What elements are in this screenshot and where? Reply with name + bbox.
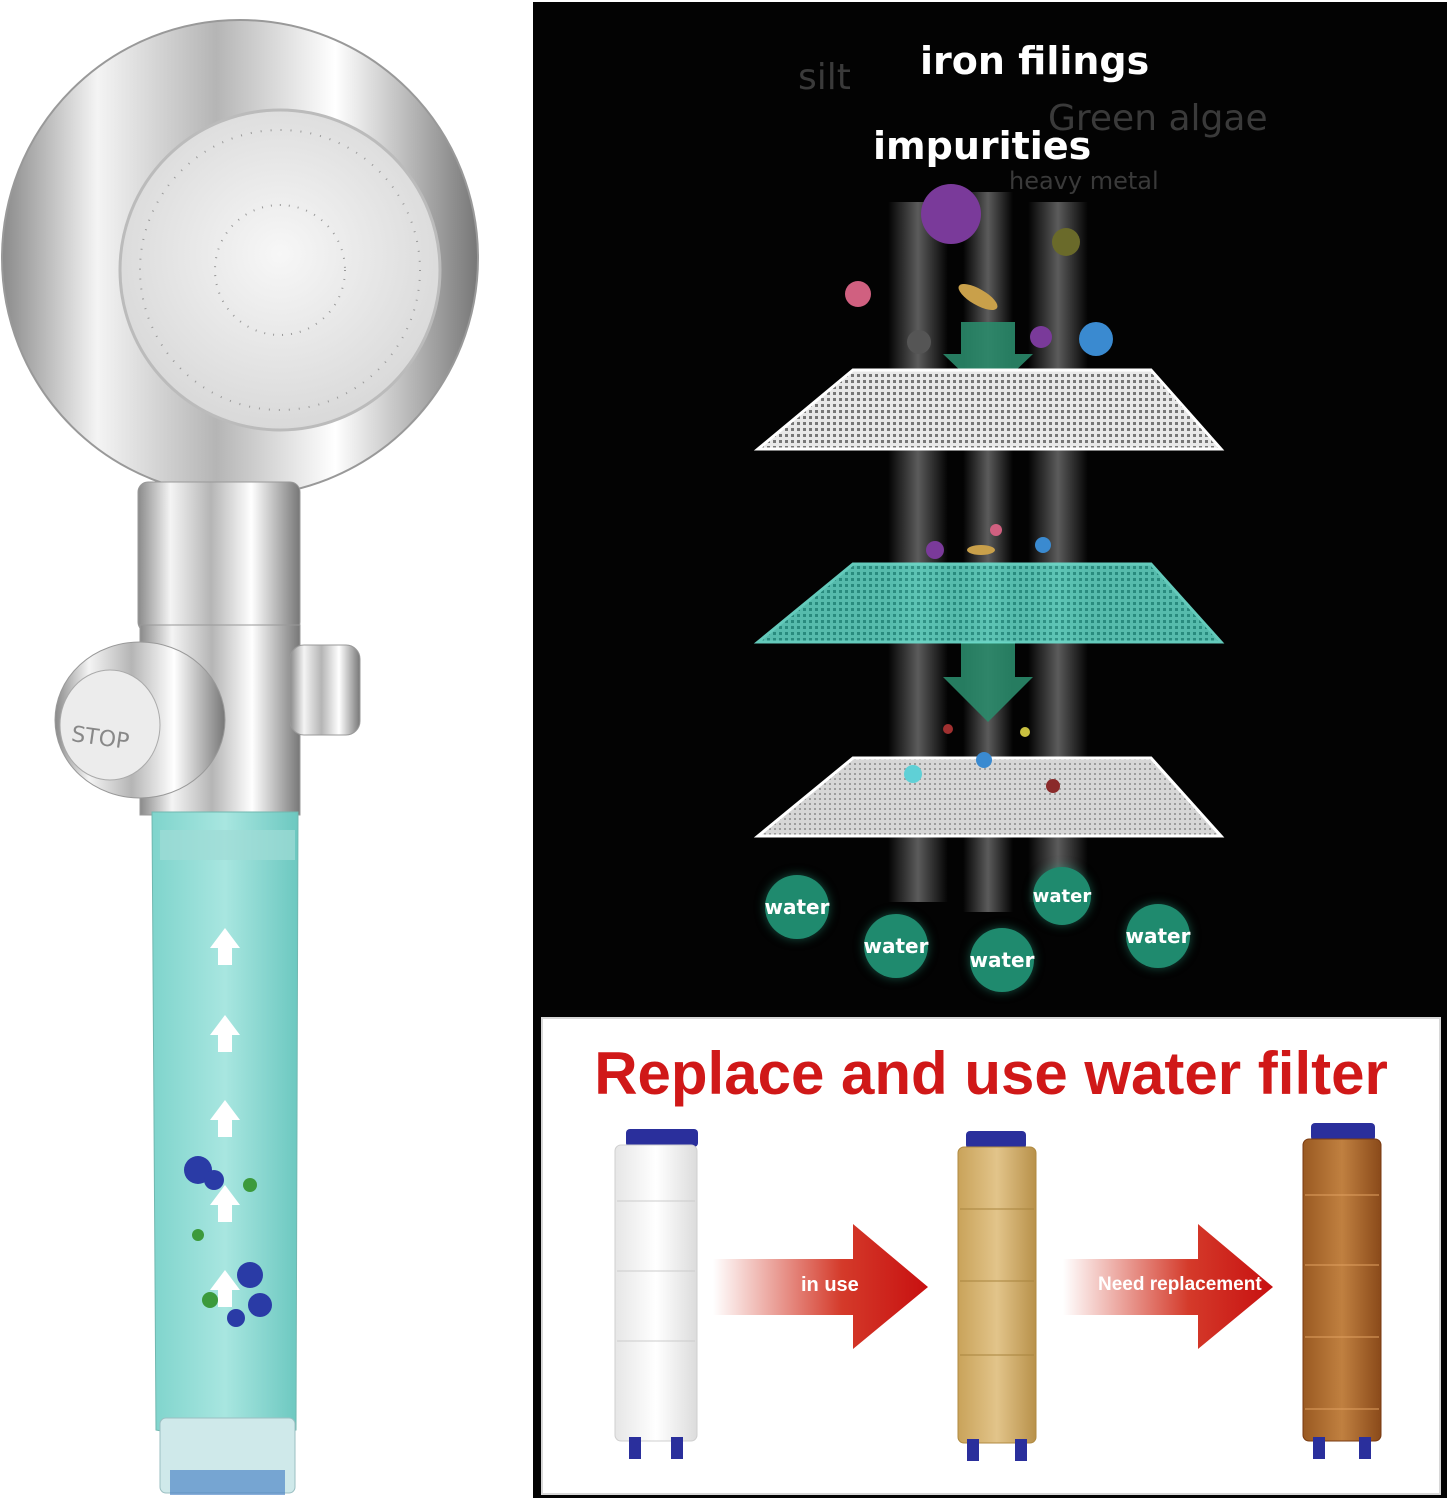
filter-layer-1 [753,368,1225,451]
water-bubble: water [1126,904,1190,968]
shower-head-face [118,108,442,432]
contaminant-green-algae: Green algae [1048,98,1268,139]
filter-layers-graphic [753,184,1225,912]
contaminant-particles [184,1156,272,1327]
arrow-need-replacement [1063,1224,1273,1349]
arrow-in-use [713,1224,928,1349]
filter-cartridge-in-use [957,1131,1037,1461]
water-bubble: water [970,928,1034,992]
filter-cartridge-stages [614,1123,1382,1461]
replacement-panel: Replace and use water filter [541,1017,1441,1495]
contaminant-silt: silt [798,57,851,98]
shower-head-illustration: STOP [1,19,479,1495]
shower-neck [137,481,301,633]
filter-cartridge-used [1302,1123,1382,1459]
water-bubble: water [864,914,928,978]
shower-head-image: STOP [0,0,530,1500]
flow-arrow-1 [943,322,1033,397]
need-replacement-label: Need replacement [1098,1274,1262,1295]
water-bubble: water [1033,867,1091,925]
water-bubble: water [765,875,829,939]
filter-cartridge-new [614,1129,698,1459]
filter-layer-2 [753,562,1225,644]
bacteria-icons [845,184,1113,559]
contaminant-heavy-metal: heavy metal [1009,167,1159,195]
contaminant-impurities: impurities [873,124,1092,168]
up-arrows [210,928,240,1307]
replacement-title: Replace and use water filter [594,1040,1388,1107]
flow-arrow-2 [943,642,1033,722]
filter-layer-3 [753,756,1225,838]
contaminant-iron-filings: iron filings [920,39,1150,83]
in-use-label: in use [801,1274,859,1296]
